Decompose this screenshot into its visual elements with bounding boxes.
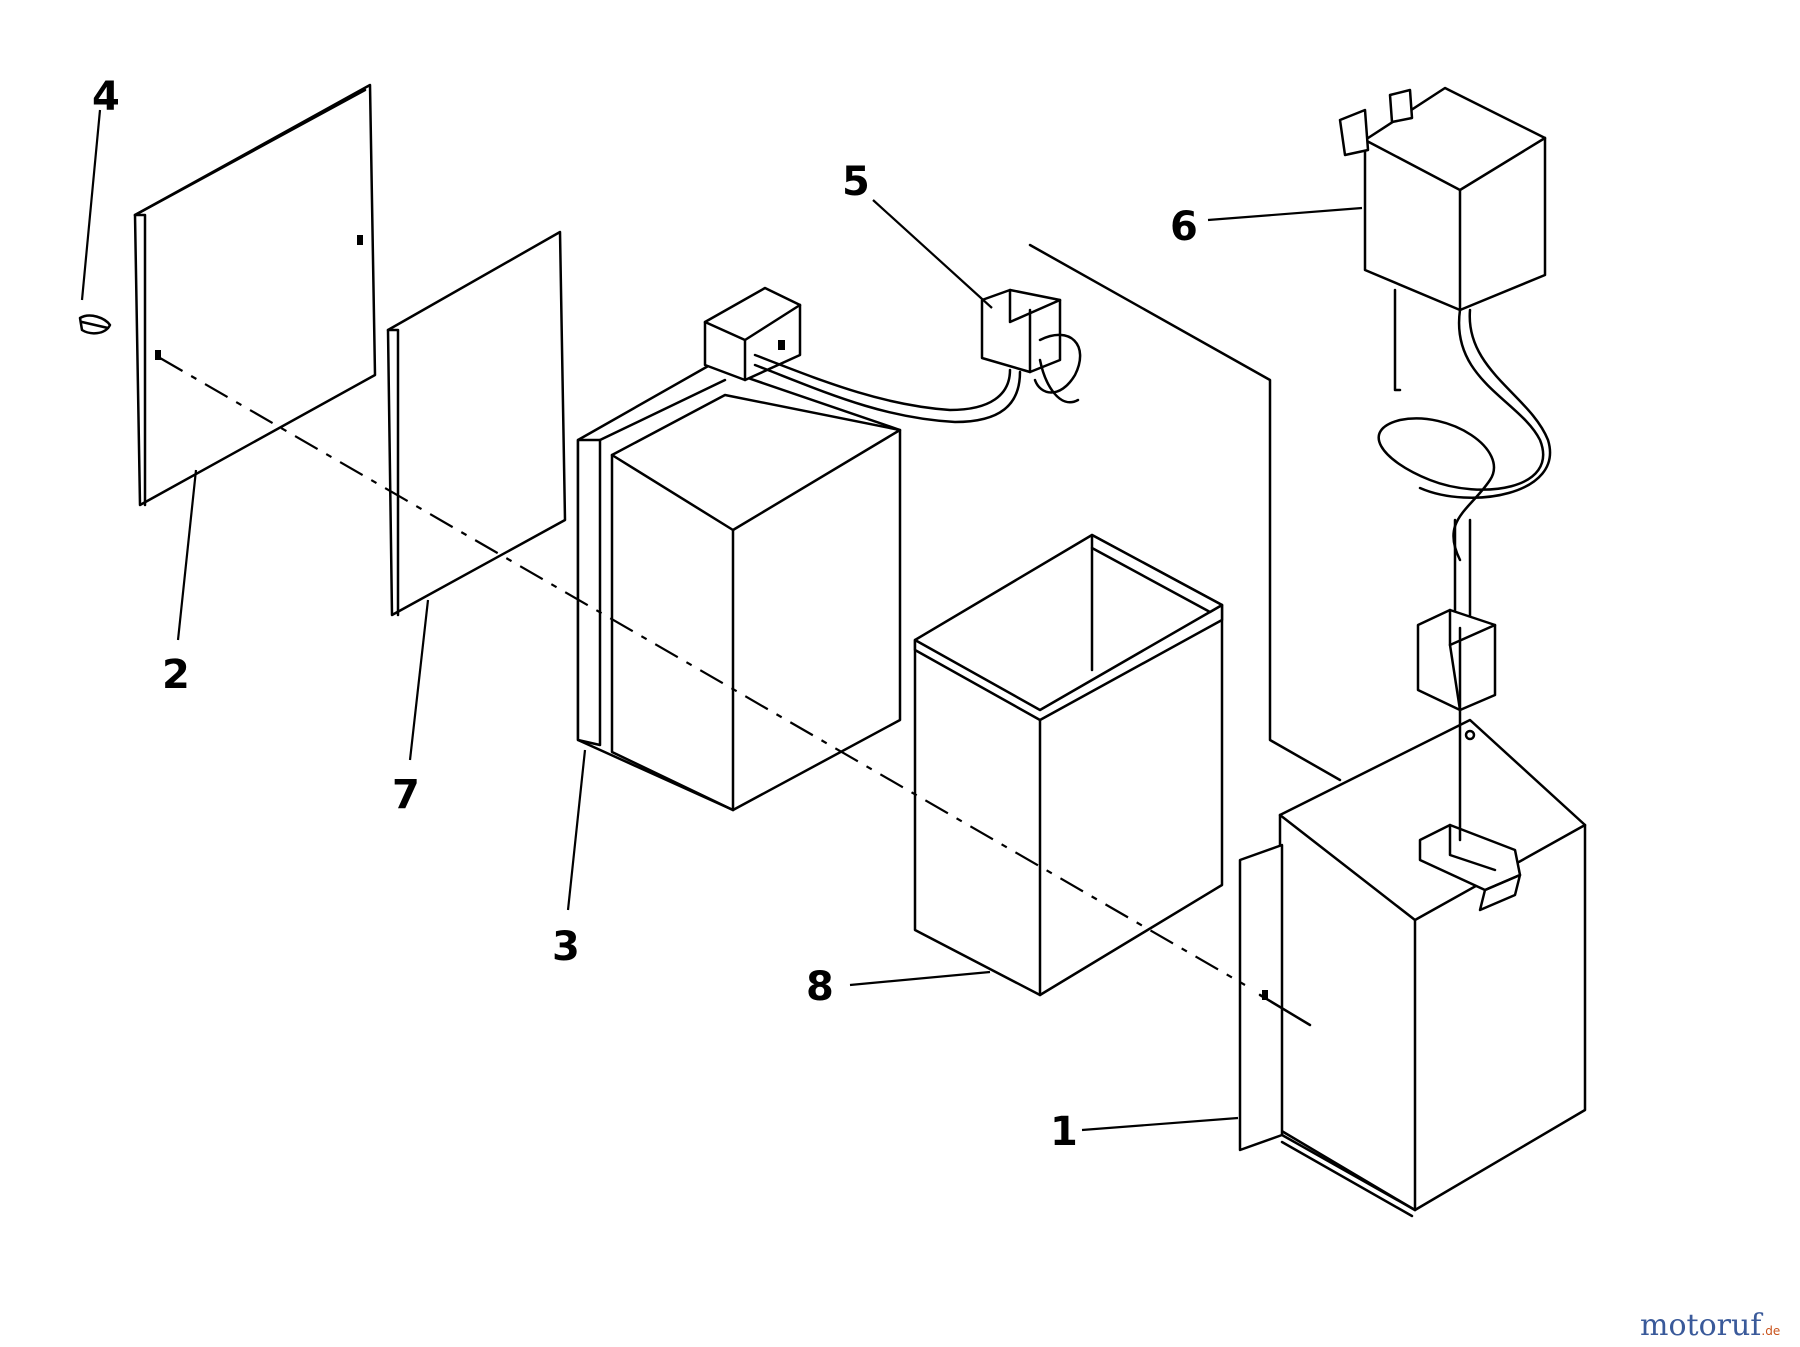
gasket-plate xyxy=(386,230,567,617)
callout-6: 6 xyxy=(1170,204,1198,250)
watermark-logo: motoruf.de xyxy=(1640,1308,1780,1343)
callout-7: 7 xyxy=(392,772,420,818)
wire-harness xyxy=(753,288,1082,424)
callout-4: 4 xyxy=(92,74,120,120)
callout-1: 1 xyxy=(1050,1109,1078,1155)
svg-text:motoruf.de: motoruf.de xyxy=(1640,1308,1780,1343)
front-cover-plate xyxy=(133,83,377,507)
callout-labels: 4 2 7 3 5 6 8 1 xyxy=(92,74,1198,1155)
watermark-brand: motoruf xyxy=(1640,1308,1763,1343)
screw xyxy=(78,314,112,335)
watermark-suffix: .de xyxy=(1761,1324,1780,1338)
charger-adapter xyxy=(1338,86,1552,712)
callout-8: 8 xyxy=(806,964,834,1010)
battery xyxy=(576,286,902,812)
assembly-center-line xyxy=(159,357,1246,986)
battery-shield xyxy=(913,533,1224,997)
callout-3: 3 xyxy=(552,924,580,970)
leader-lines xyxy=(80,109,1363,1132)
callout-5: 5 xyxy=(842,159,870,205)
callout-2: 2 xyxy=(162,652,190,698)
battery-housing xyxy=(1028,243,1587,1218)
